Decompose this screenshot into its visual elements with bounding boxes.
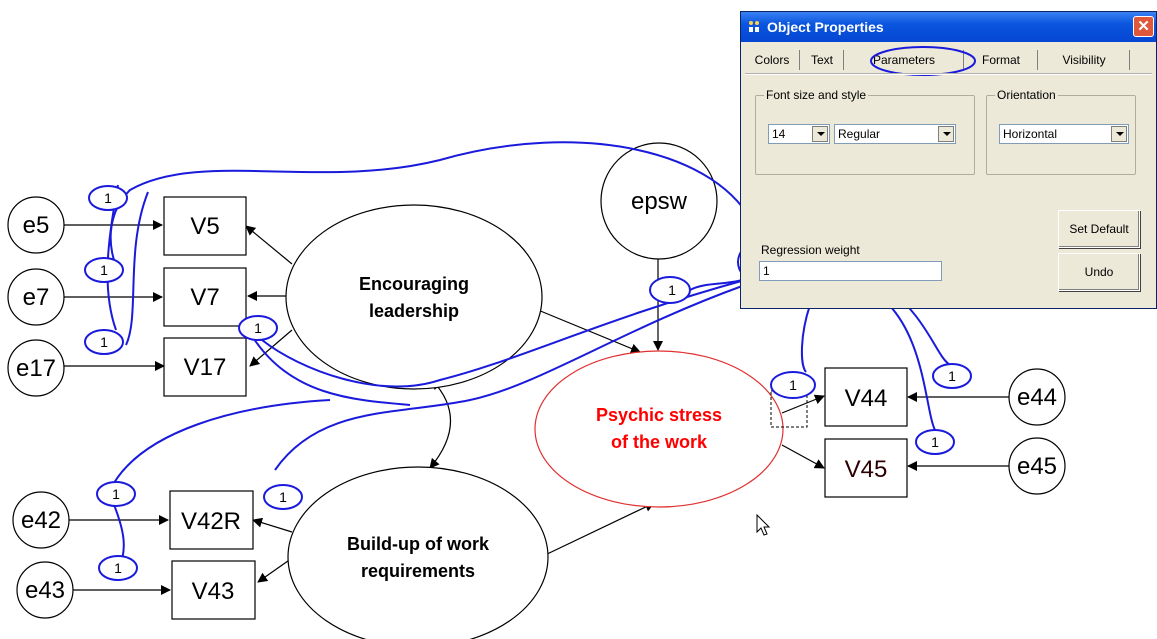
error-label-e43: e43 <box>25 577 65 604</box>
weight-label: 1 <box>948 368 956 384</box>
latent-label-buildup-2: requirements <box>361 561 475 581</box>
error-circle-e5 <box>7 196 65 254</box>
observed-label-V45: V45 <box>845 456 888 483</box>
weight-label: 1 <box>114 560 122 576</box>
close-icon: ✕ <box>1137 18 1150 35</box>
error-terms <box>7 142 1066 619</box>
path-weight-labels: 1 1 1 1 1 1 1 1 1 1 1 <box>100 190 956 576</box>
error-circle-e7 <box>7 268 65 326</box>
mouse-cursor-icon <box>756 514 771 536</box>
weight-label: 1 <box>254 320 262 336</box>
tab-text[interactable]: Text <box>801 50 844 70</box>
orientation-group-label: Orientation <box>995 88 1058 102</box>
tab-format[interactable]: Format <box>965 50 1038 70</box>
latent-variables <box>285 204 784 639</box>
ellipse-buildup <box>287 466 549 639</box>
observed-label-V44: V44 <box>845 385 888 412</box>
error-circle-e17 <box>7 339 65 397</box>
close-button[interactable]: ✕ <box>1133 16 1154 37</box>
weight-label: 1 <box>100 334 108 350</box>
observed-label-V42R: V42R <box>181 508 241 535</box>
tab-colors[interactable]: Colors <box>745 50 800 70</box>
chevron-down-icon[interactable] <box>938 126 954 142</box>
orientation-value: Horizontal <box>1003 127 1058 141</box>
orientation-select[interactable]: Horizontal <box>999 124 1129 144</box>
error-circle-e45 <box>1008 437 1066 495</box>
dialog-titlebar[interactable]: Object Properties ✕ <box>741 12 1156 42</box>
tab-visibility[interactable]: Visibility <box>1039 50 1130 70</box>
tab-parameters[interactable]: Parameters <box>845 50 964 70</box>
box-V42R <box>169 490 254 550</box>
error-circle-e42 <box>12 491 70 549</box>
latent-label-stress-2: of the work <box>611 432 708 452</box>
observed-label-V17: V17 <box>184 354 227 381</box>
weight-label: 1 <box>104 190 112 206</box>
epsw-label: epsw <box>631 188 688 215</box>
observed-variables <box>163 196 908 620</box>
latent-label-buildup-1: Build-up of work <box>347 534 490 554</box>
regression-weight-input[interactable]: 1 <box>759 261 942 281</box>
weight-label: 1 <box>931 434 939 450</box>
font-size-select[interactable]: 14 <box>768 124 830 144</box>
font-style-value: Regular <box>838 127 881 141</box>
weight-label: 1 <box>112 486 120 502</box>
box-V45 <box>824 438 908 498</box>
box-V5 <box>163 196 247 256</box>
error-label-e45: e45 <box>1017 453 1057 480</box>
ellipse-encouraging-leadership <box>285 204 543 390</box>
annotation-ovals <box>84 185 972 581</box>
orientation-group: Orientation Horizontal <box>986 88 1136 175</box>
weight-label: 1 <box>668 282 676 298</box>
latent-label-stress-1: Psychic stress <box>596 405 722 425</box>
regression-weight-label: Regression weight <box>761 243 860 257</box>
set-default-button[interactable]: Set Default <box>1058 210 1140 248</box>
weight-label: 1 <box>789 377 797 393</box>
observed-label-V5: V5 <box>190 213 219 240</box>
weight-label: 1 <box>100 262 108 278</box>
object-properties-dialog: Object Properties ✕ Colors Text Paramete… <box>740 11 1157 309</box>
latent-label-encouraging-1: Encouraging <box>359 274 469 294</box>
error-circle-e44 <box>1008 368 1066 426</box>
chevron-down-icon[interactable] <box>1111 126 1127 142</box>
error-circle-e43 <box>16 561 74 619</box>
box-V17 <box>163 337 247 397</box>
observed-label-V7: V7 <box>190 284 219 311</box>
error-label-e17: e17 <box>16 355 56 382</box>
chevron-down-icon[interactable] <box>812 126 828 142</box>
latent-label-encouraging-2: leadership <box>369 301 459 321</box>
box-V43 <box>171 560 256 620</box>
error-label-e44: e44 <box>1017 384 1057 411</box>
error-label-e42: e42 <box>21 507 61 534</box>
font-size-value: 14 <box>772 127 786 141</box>
error-label-e7: e7 <box>23 284 50 311</box>
font-group: Font size and style 14 Regular <box>755 88 975 175</box>
parameters-tab-highlight <box>870 46 976 76</box>
box-V44 <box>824 367 908 427</box>
font-group-label: Font size and style <box>764 88 869 102</box>
error-label-e5: e5 <box>23 212 50 239</box>
weight-label: 1 <box>279 489 287 505</box>
box-V7 <box>163 267 247 327</box>
observed-label-V43: V43 <box>192 578 235 605</box>
app-icon <box>749 21 759 32</box>
dialog-title: Object Properties <box>767 19 884 35</box>
undo-button[interactable]: Undo <box>1058 253 1140 291</box>
font-style-select[interactable]: Regular <box>834 124 956 144</box>
ellipse-psychic-stress <box>534 350 784 508</box>
epsw-circle <box>600 142 718 260</box>
tab-divider <box>745 73 1152 75</box>
